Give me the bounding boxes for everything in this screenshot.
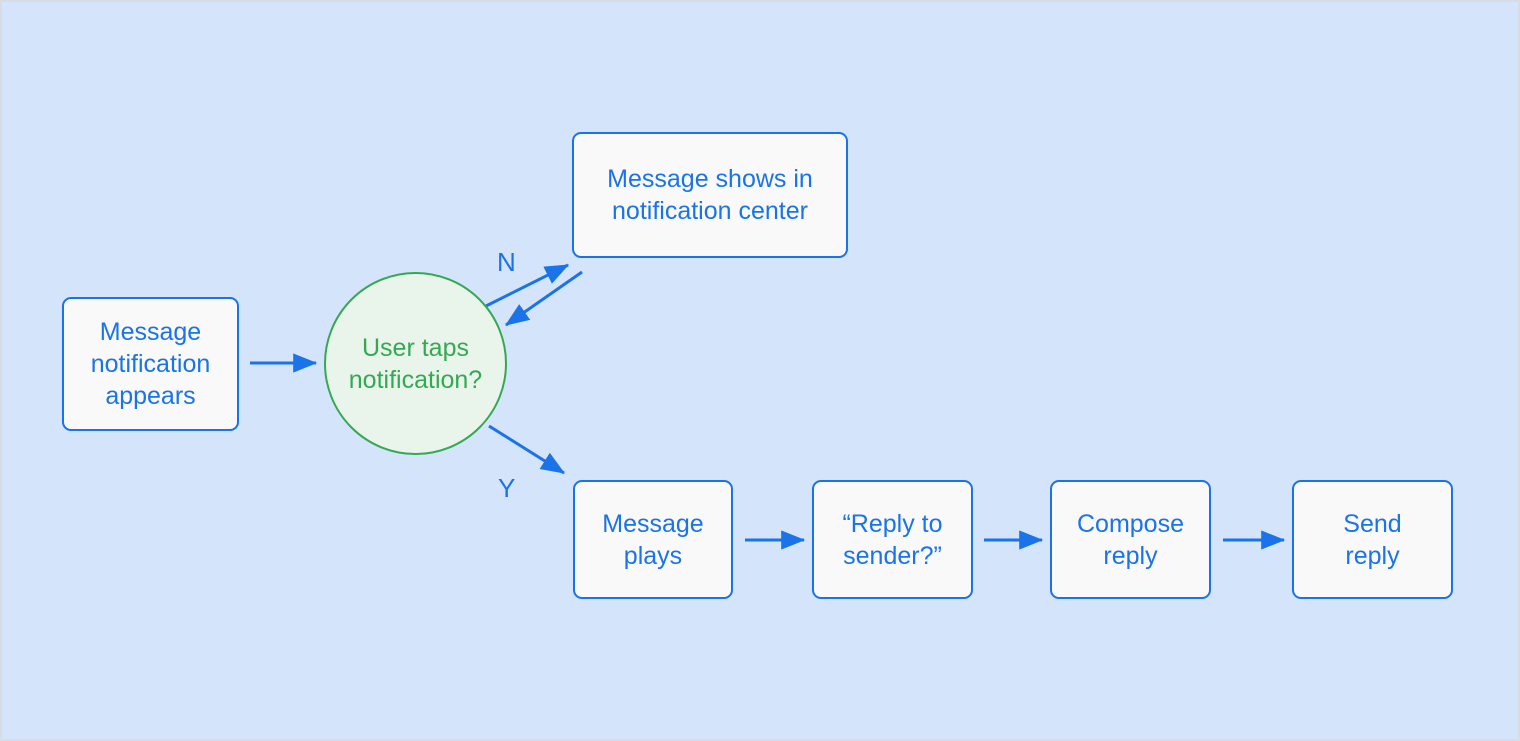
node-line: plays xyxy=(623,541,683,570)
node-line: Message xyxy=(99,318,202,346)
user-taps-notification-decision-node[interactable]: User taps notification? xyxy=(324,272,507,455)
message-plays-node[interactable]: Message plays xyxy=(573,480,733,599)
node-line: Send xyxy=(1343,509,1402,538)
node-line: reply xyxy=(1345,541,1400,570)
send-reply-node[interactable]: Send reply xyxy=(1292,480,1453,599)
node-line: sender?” xyxy=(843,541,942,570)
node-line: appears xyxy=(105,382,196,410)
node-line: notification xyxy=(90,350,211,378)
compose-reply-node[interactable]: Compose reply xyxy=(1050,480,1211,599)
node-line: Message xyxy=(602,509,704,538)
node-line: Compose xyxy=(1077,509,1184,538)
edge-decision-to-message-plays xyxy=(488,424,566,475)
edge-label-n: N xyxy=(497,247,516,277)
message-notification-appears-node[interactable]: Message notification appears xyxy=(62,297,239,431)
node-line: notification? xyxy=(348,365,483,394)
edge-label-y: Y xyxy=(498,473,516,503)
node-line: “Reply to xyxy=(842,509,943,538)
node-line: Message shows in xyxy=(607,165,813,193)
edge-notification-center-to-decision xyxy=(505,270,583,327)
reply-to-sender-prompt-node[interactable]: “Reply to sender?” xyxy=(812,480,973,599)
node-line: notification center xyxy=(612,197,808,225)
message-shows-in-notification-center-node[interactable]: Message shows in notification center xyxy=(572,132,848,258)
node-line: reply xyxy=(1103,541,1158,570)
node-line: User taps xyxy=(362,333,469,362)
